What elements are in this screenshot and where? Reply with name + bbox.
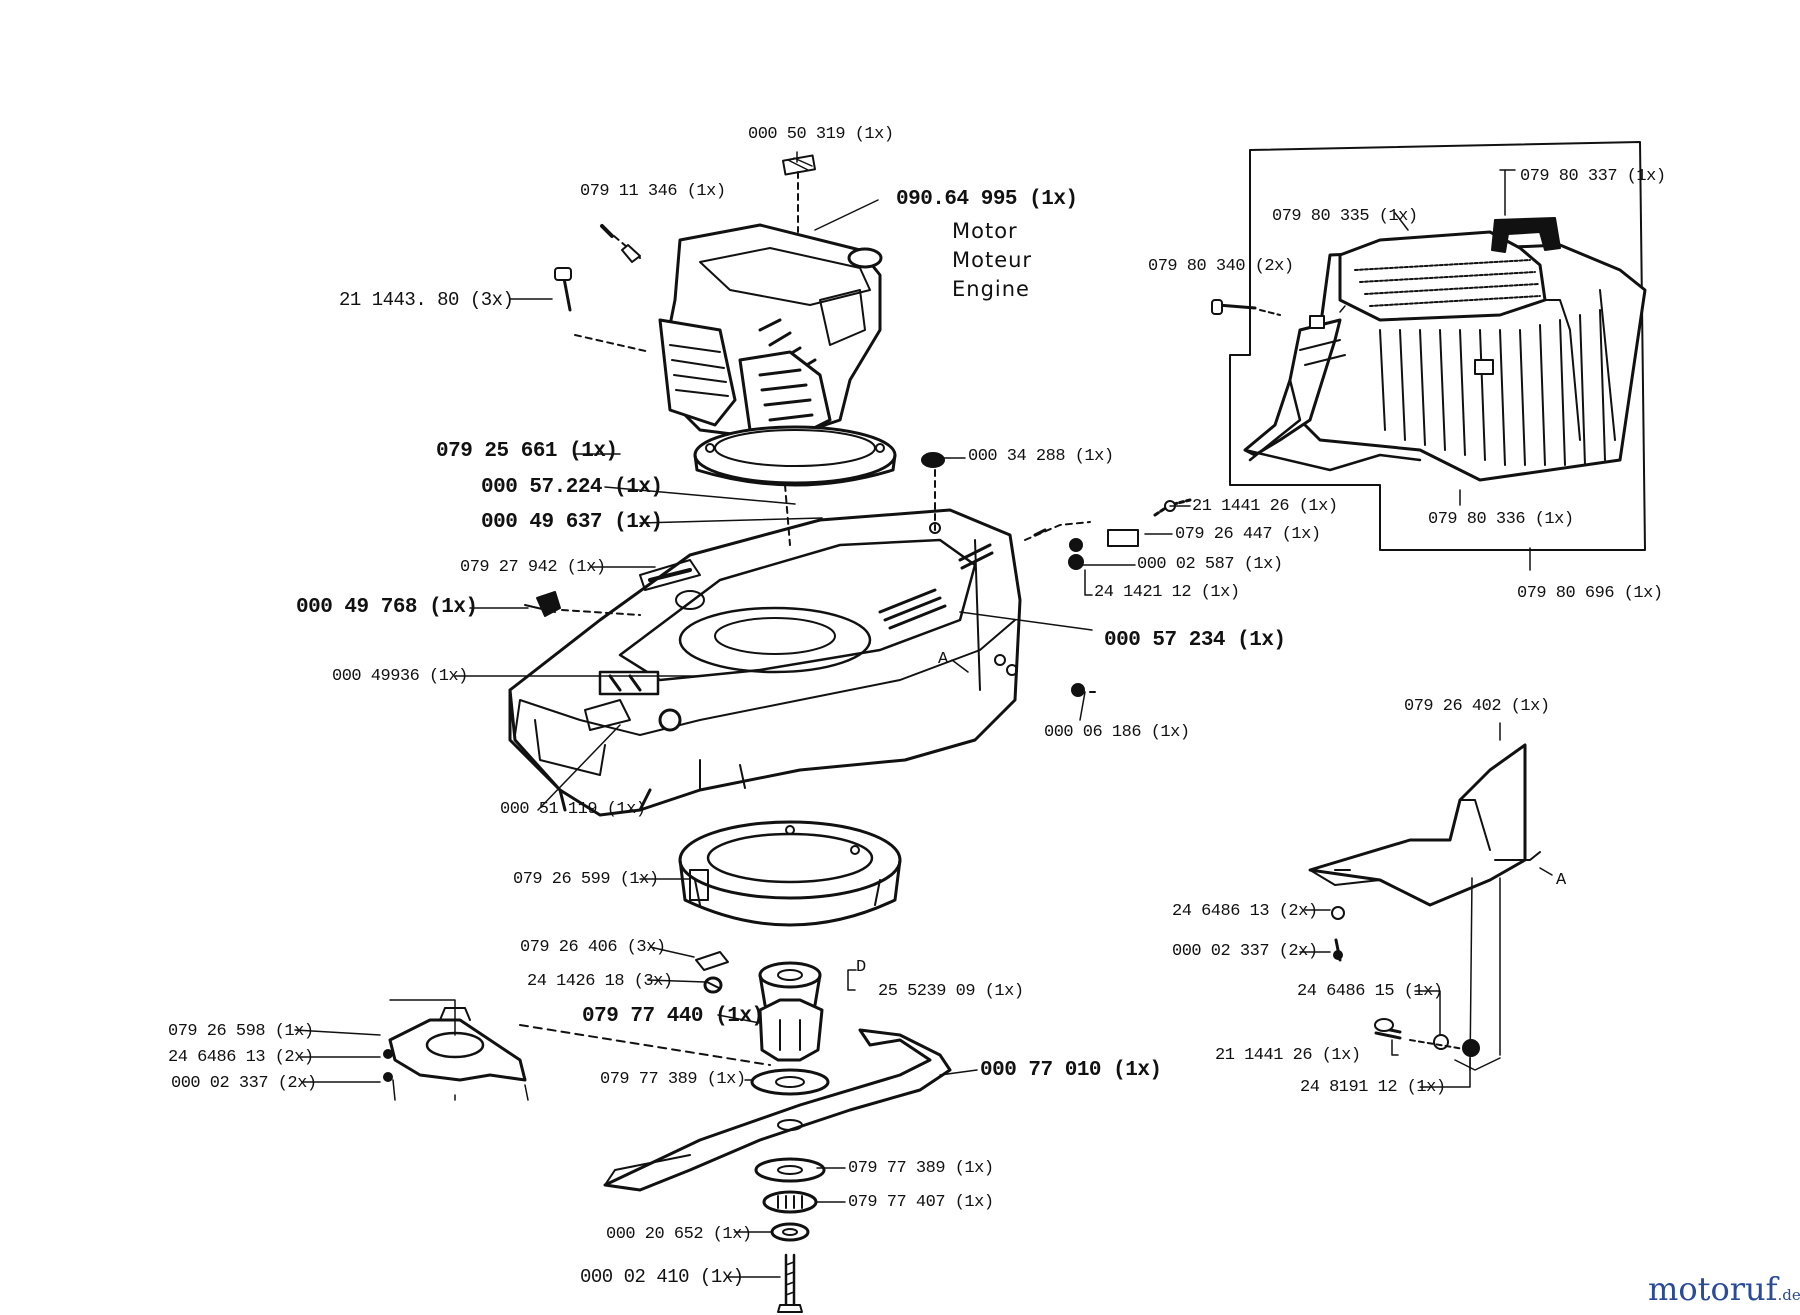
reference-marker: D — [856, 958, 866, 977]
part-label: 079 27 942 (1x) — [460, 558, 606, 577]
part-label: 079 26 599 (1x) — [513, 870, 659, 889]
blade-hub-drawing — [603, 961, 952, 1313]
part-label: 24 8191 12 (1x) — [1300, 1078, 1446, 1097]
part-label: 079 26 447 (1x) — [1175, 525, 1321, 544]
engine-part-label: 090.64 995 (1x) — [896, 188, 1078, 211]
part-label: 079 77 389 (1x) — [600, 1070, 746, 1089]
part-label: 24 6486 13 (2x) — [168, 1048, 314, 1067]
grass-bag-drawing — [1211, 141, 1647, 551]
part-label: 000 49936 (1x) — [332, 667, 468, 686]
part-label: 24 1426 18 (3x) — [527, 972, 673, 991]
part-label: 079 80 696 (1x) — [1517, 584, 1663, 603]
part-label: 079 80 337 (1x) — [1520, 167, 1666, 186]
part-label: 000 34 288 (1x) — [968, 447, 1114, 466]
engine-name-de: Motor — [952, 219, 1018, 243]
handle-hardware-drawing — [524, 452, 1192, 697]
part-label: 24 1421 12 (1x) — [1094, 583, 1240, 602]
part-label: 25 5239 09 (1x) — [878, 982, 1024, 1001]
part-label: 000 02 410 (1x) — [580, 1266, 744, 1288]
engine-drawing — [658, 154, 883, 442]
part-label: 079 80 340 (2x) — [1148, 257, 1294, 276]
part-label: 000 57 234 (1x) — [1104, 629, 1286, 652]
logo-domain: .de — [1777, 1286, 1800, 1304]
mower-deck-drawing — [508, 508, 1022, 817]
part-label: 079 77 407 (1x) — [848, 1193, 994, 1212]
engine-name-fr: Moteur — [952, 248, 1033, 272]
engine-bolts-drawing — [554, 224, 651, 353]
part-label: 079 25 661 (1x) — [436, 440, 618, 463]
part-label: 079 26 402 (1x) — [1404, 697, 1550, 716]
part-label: 079 80 336 (1x) — [1428, 510, 1574, 529]
engine-name-en: Engine — [952, 277, 1030, 301]
part-label: 000 50 319 (1x) — [748, 125, 894, 144]
part-label: 079 11 346 (1x) — [580, 182, 726, 201]
part-label: 21 1441 26 (1x) — [1215, 1046, 1361, 1065]
flange-plate-drawing — [693, 425, 897, 487]
side-deflector-drawing — [1308, 743, 1541, 1071]
part-label: 000 06 186 (1x) — [1044, 723, 1190, 742]
part-label: 000 02 337 (2x) — [1172, 942, 1318, 961]
part-label: 000 51 119 (1x) — [500, 800, 646, 819]
blade-bracket-drawing — [383, 999, 771, 1101]
ring-fasteners-drawing — [695, 951, 729, 994]
logo-text: motoruf — [1648, 1270, 1778, 1308]
reference-marker: A — [938, 650, 948, 669]
part-label: 000 77 010 (1x) — [980, 1059, 1162, 1082]
site-logo: motoruf.de — [1648, 1270, 1800, 1308]
part-label: 24 6486 13 (2x) — [1172, 902, 1318, 921]
leader-lines — [294, 151, 1553, 1278]
part-label: 079 26 598 (1x) — [168, 1022, 314, 1041]
part-label: 000 49 637 (1x) — [481, 511, 663, 534]
part-label: 000 49 768 (1x) — [296, 596, 478, 619]
part-label: 000 20 652 (1x) — [606, 1225, 752, 1244]
adapter-ring-drawing — [678, 820, 902, 927]
part-label: 079 77 389 (1x) — [848, 1159, 994, 1178]
part-label: 000 57.224 (1x) — [481, 476, 663, 499]
part-label: 21 1441 26 (1x) — [1192, 497, 1338, 516]
part-label: 000 02 587 (1x) — [1137, 555, 1283, 574]
part-label: 079 26 406 (3x) — [520, 938, 666, 957]
part-label: 079 80 335 (1x) — [1272, 207, 1418, 226]
part-label: 079 77 440 (1x) — [582, 1005, 764, 1028]
reference-marker: A — [1556, 871, 1566, 890]
part-label: 24 6486 15 (1x) — [1297, 982, 1443, 1001]
part-label: 21 1443. 80 (3x) — [339, 289, 514, 311]
part-label: 000 02 337 (2x) — [171, 1074, 317, 1093]
